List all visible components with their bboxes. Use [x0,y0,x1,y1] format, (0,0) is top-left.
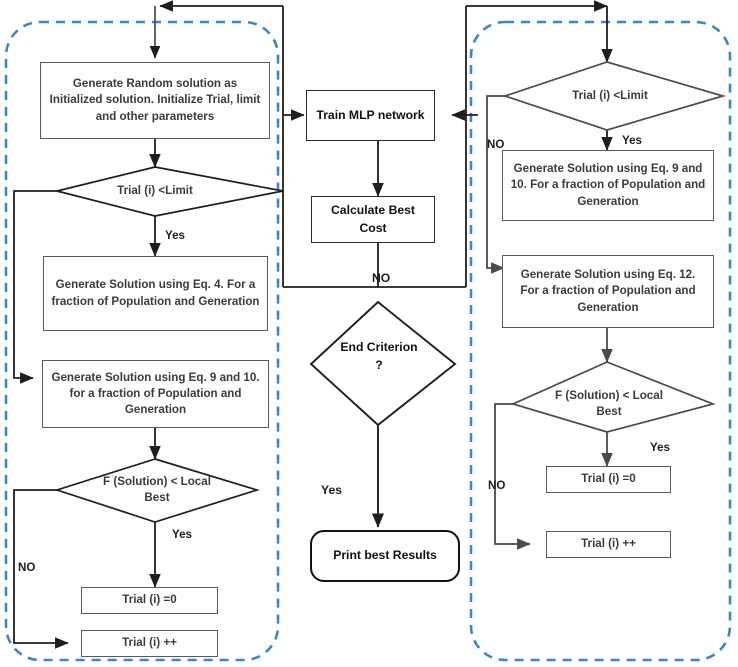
right-trial-limit-diamond [502,61,727,131]
left-eq4-box[interactable]: Generate Solution using Eq. 4. For a fra… [43,256,268,331]
left-init-label: Generate Random solution as Initialized … [49,77,261,123]
right-trial-limit-label-wrap: Trial (i) <Limit [535,82,685,110]
right-eq9-10-label: Generate Solution using Eq. 9 and 10. Fo… [510,162,706,208]
right-trial-increment-box[interactable]: Trial (i) ++ [546,531,671,558]
right-eq9-10-box[interactable]: Generate Solution using Eq. 9 and 10. Fo… [502,150,714,221]
end-criterion-label: End Criterion ? [340,340,418,372]
train-mlp-label: Train MLP network [316,107,425,122]
left-local-best-no-label: NO [18,561,36,574]
train-mlp-box[interactable]: Train MLP network [306,90,435,141]
right-phase-group [469,20,732,662]
left-eq4-label: Generate Solution using Eq. 4. For a fra… [51,278,260,308]
left-trial-limit-label: Trial (i) <Limit [117,183,193,197]
end-criterion-no-label: NO [372,271,391,285]
right-trial-limit-label: Trial (i) <Limit [572,88,648,102]
end-criterion-diamond [309,300,457,427]
left-trial-limit-diamond [56,166,284,217]
left-local-best-yes-label: Yes [172,528,192,541]
end-criterion-yes-label: Yes [321,483,343,497]
right-local-best-no-label: NO [488,479,506,492]
left-trial-limit-yes-label: Yes [165,229,185,242]
left-trial-reset-label: Trial (i) =0 [122,593,177,607]
right-eq12-box[interactable]: Generate Solution using Eq. 12. For a fr… [502,255,714,328]
left-trial-increment-box[interactable]: Trial (i) ++ [81,630,218,657]
right-trial-reset-box[interactable]: Trial (i) =0 [546,466,671,493]
left-eq9-10-box[interactable]: Generate Solution using Eq. 9 and 10. fo… [42,360,269,428]
calculate-best-cost-label: Calculate Best Cost [331,202,415,235]
end-criterion-label-wrap: End Criterion ? [338,326,420,388]
right-eq12-label: Generate Solution using Eq. 12. For a fr… [520,268,696,314]
print-best-results-box[interactable]: Print best Results [310,530,460,582]
right-local-best-yes-label: Yes [650,441,670,454]
right-trial-increment-label: Trial (i) ++ [581,537,636,551]
right-local-best-label-wrap: F (Solution) < Local Best [545,382,673,426]
left-local-best-diamond [54,458,260,523]
left-trial-increment-label: Trial (i) ++ [122,636,177,650]
calculate-best-cost-box[interactable]: Calculate Best Cost [311,196,435,243]
right-trial-limit-no-label: NO [487,138,505,151]
left-trial-limit-label-wrap: Trial (i) <Limit [75,176,235,206]
right-trial-reset-label: Trial (i) =0 [581,472,636,486]
left-local-best-label-wrap: F (Solution) < Local Best [92,468,222,512]
left-eq9-10-label: Generate Solution using Eq. 9 and 10. fo… [51,370,260,417]
left-trial-reset-box[interactable]: Trial (i) =0 [81,587,218,614]
right-local-best-label: F (Solution) < Local Best [555,388,663,418]
print-best-results-label: Print best Results [333,548,437,563]
right-local-best-diamond [510,361,716,433]
right-trial-limit-yes-label: Yes [622,134,642,147]
left-init-box[interactable]: Generate Random solution as Initialized … [40,62,270,139]
left-local-best-label: F (Solution) < Local Best [103,474,211,504]
